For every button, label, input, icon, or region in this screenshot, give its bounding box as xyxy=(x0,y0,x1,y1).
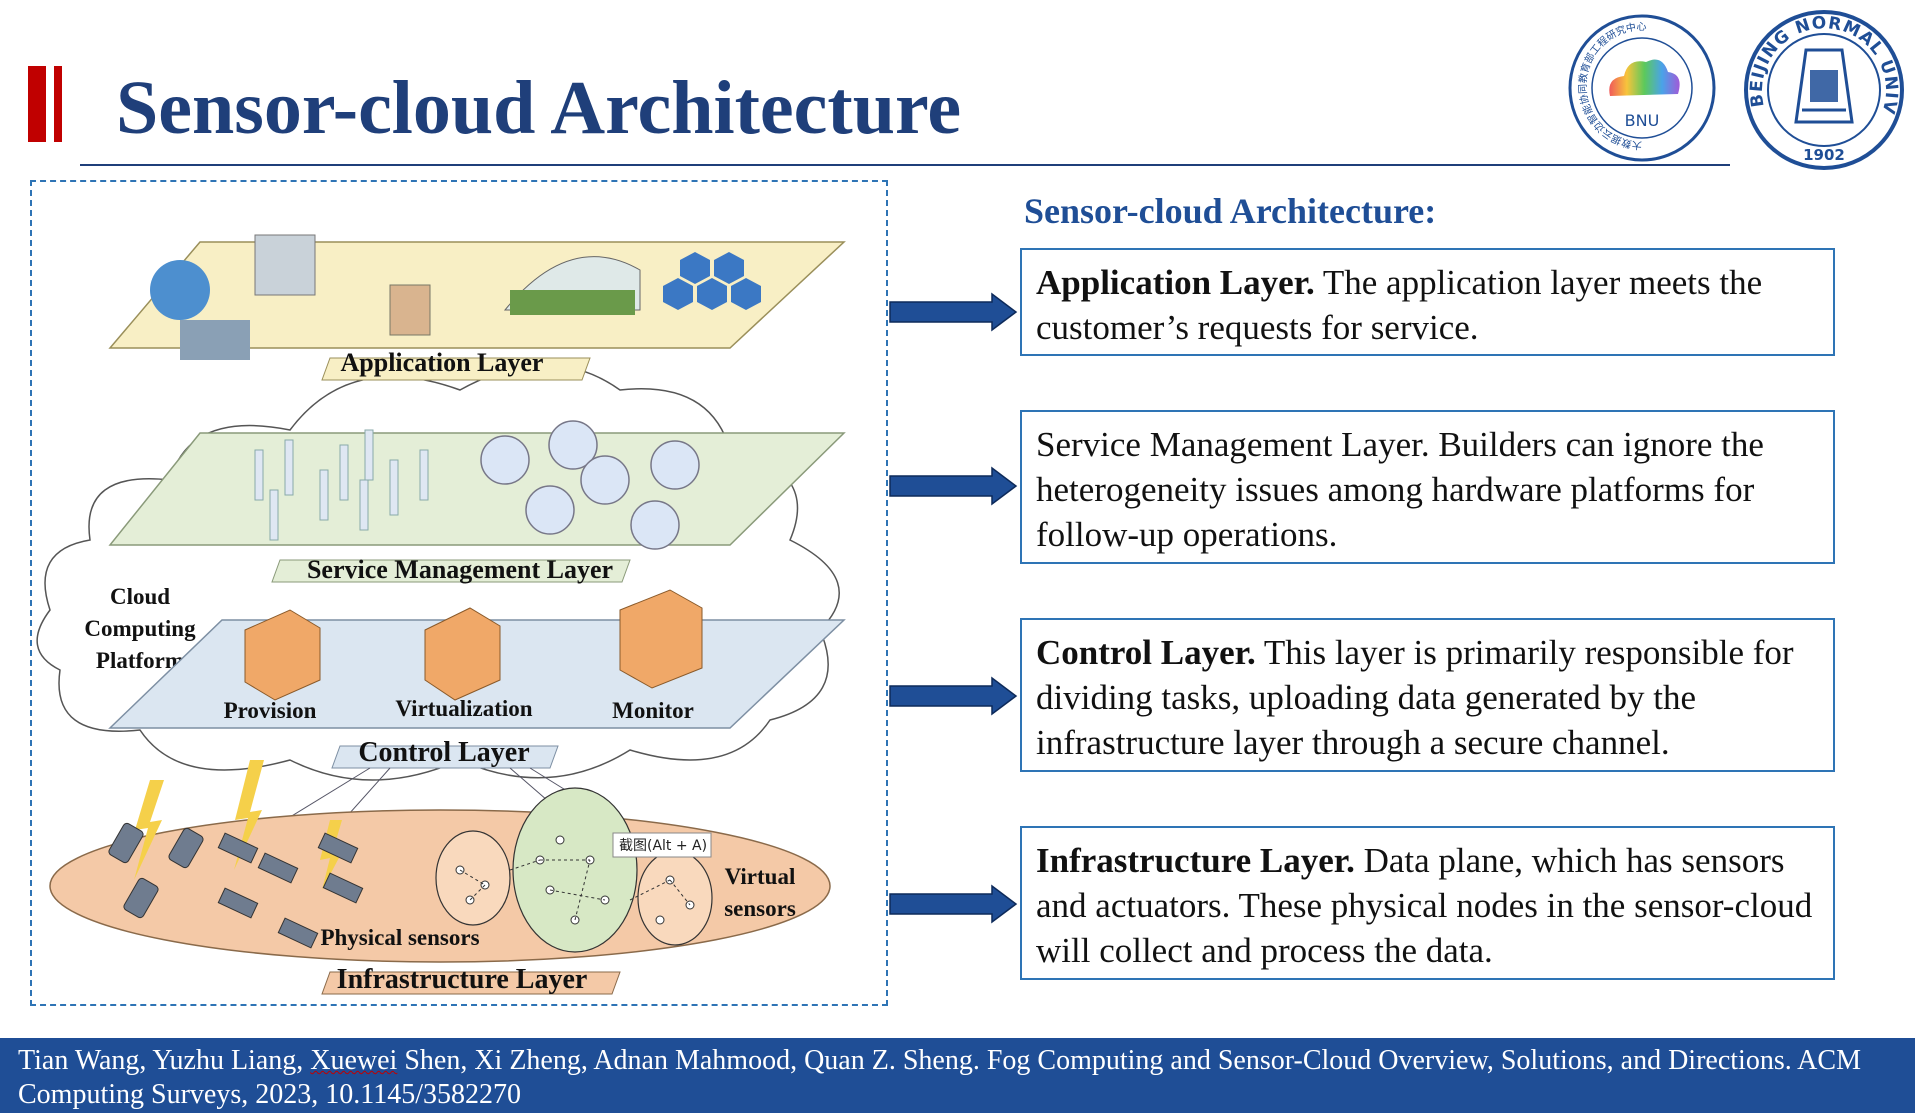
virtual-label-line2: sensors xyxy=(724,896,796,921)
card-title: Application Layer. xyxy=(1036,263,1315,302)
seal-year: 1902 xyxy=(1803,146,1845,164)
physical-sensors-label: Physical sensors xyxy=(320,925,479,950)
control-layer-card: Control Layer. This layer is primarily r… xyxy=(1020,618,1835,772)
service-antennas xyxy=(254,429,429,541)
arrow-right-icon xyxy=(889,884,1018,924)
application-label-tab xyxy=(321,357,591,381)
control-label-tab xyxy=(331,745,559,769)
infrastructure-layer-label: Infrastructure Layer xyxy=(337,964,588,995)
cloud-label-line2: Computing xyxy=(84,616,196,641)
control-layer-label: Control Layer xyxy=(358,737,529,768)
card-text: This layer is primarily responsible for … xyxy=(1036,633,1794,762)
infrastructure-label-tab xyxy=(321,971,621,995)
title-accent-bar-thin xyxy=(54,66,62,142)
card-title: Infrastructure Layer. xyxy=(1036,841,1355,880)
footer-bar xyxy=(0,1038,1915,1113)
application-layer-card: Application Layer. The application layer… xyxy=(1020,248,1835,356)
citation-underlined: Xuewei xyxy=(310,1045,398,1076)
architecture-diagram: Application Layer Service Management Lay… xyxy=(36,234,846,995)
title-divider xyxy=(80,164,1730,166)
arrow-right-icon xyxy=(889,676,1018,716)
service-servers xyxy=(480,420,700,550)
citation: Tian Wang, Yuzhu Liang, Xuewei Shen, Xi … xyxy=(18,1044,1898,1112)
tooltip: 截图(Alt + A) xyxy=(612,832,712,858)
arrow-right-icon xyxy=(889,292,1018,332)
control-item-monitor: Monitor xyxy=(612,698,694,723)
architecture-heading: Sensor-cloud Architecture: xyxy=(1024,191,1437,231)
citation-part: Shen, Xi Zheng, Adnan Mahmood, Quan Z. S… xyxy=(18,1045,1861,1110)
virtual-label-line1: Virtual xyxy=(725,864,796,889)
control-item-virtualization: Virtualization xyxy=(395,696,532,721)
virtual-sensor-clusters xyxy=(435,787,713,953)
citation-part: Tian Wang, Yuzhu Liang, xyxy=(18,1045,311,1076)
control-servers xyxy=(244,589,703,701)
physical-sensor-devices xyxy=(108,822,364,949)
logo-bnu-text: BNU xyxy=(1625,111,1660,130)
cloud-label-line3: Platform xyxy=(96,648,184,673)
service-label-tab xyxy=(271,559,631,583)
control-item-provision: Provision xyxy=(224,698,317,723)
application-layer-label: Application Layer xyxy=(341,348,544,377)
card-title: Control Layer. xyxy=(1036,633,1256,672)
service-plane xyxy=(108,432,846,546)
diagram-frame xyxy=(30,180,888,1006)
card-text: Service Management Layer. Builders can i… xyxy=(1036,425,1764,554)
virtual-sensor-links xyxy=(459,859,691,921)
slide-title: Sensor-cloud Architecture xyxy=(116,66,962,150)
card-text: Data plane, which has sensors and actuat… xyxy=(1036,841,1813,970)
arrow-right-icon xyxy=(889,466,1018,506)
university-seal: BEIJING NORMAL UNIVERSITY 1902 xyxy=(1740,10,1904,170)
application-icons xyxy=(150,234,761,360)
card-text: The application layer meets the customer… xyxy=(1036,263,1763,347)
cloud-label-line1: Cloud xyxy=(110,584,170,609)
title-accent-bar xyxy=(28,66,46,142)
infrastructure-layer-card: Infrastructure Layer. Data plane, which … xyxy=(1020,826,1835,980)
research-center-logo: 大数据云边智能协同教育部工程研究中心 BNU xyxy=(1568,14,1716,162)
tooltip-text: 截图(Alt + A) xyxy=(619,838,707,854)
service-layer-card: Service Management Layer. Builders can i… xyxy=(1020,410,1835,564)
service-layer-label: Service Management Layer xyxy=(307,555,613,584)
